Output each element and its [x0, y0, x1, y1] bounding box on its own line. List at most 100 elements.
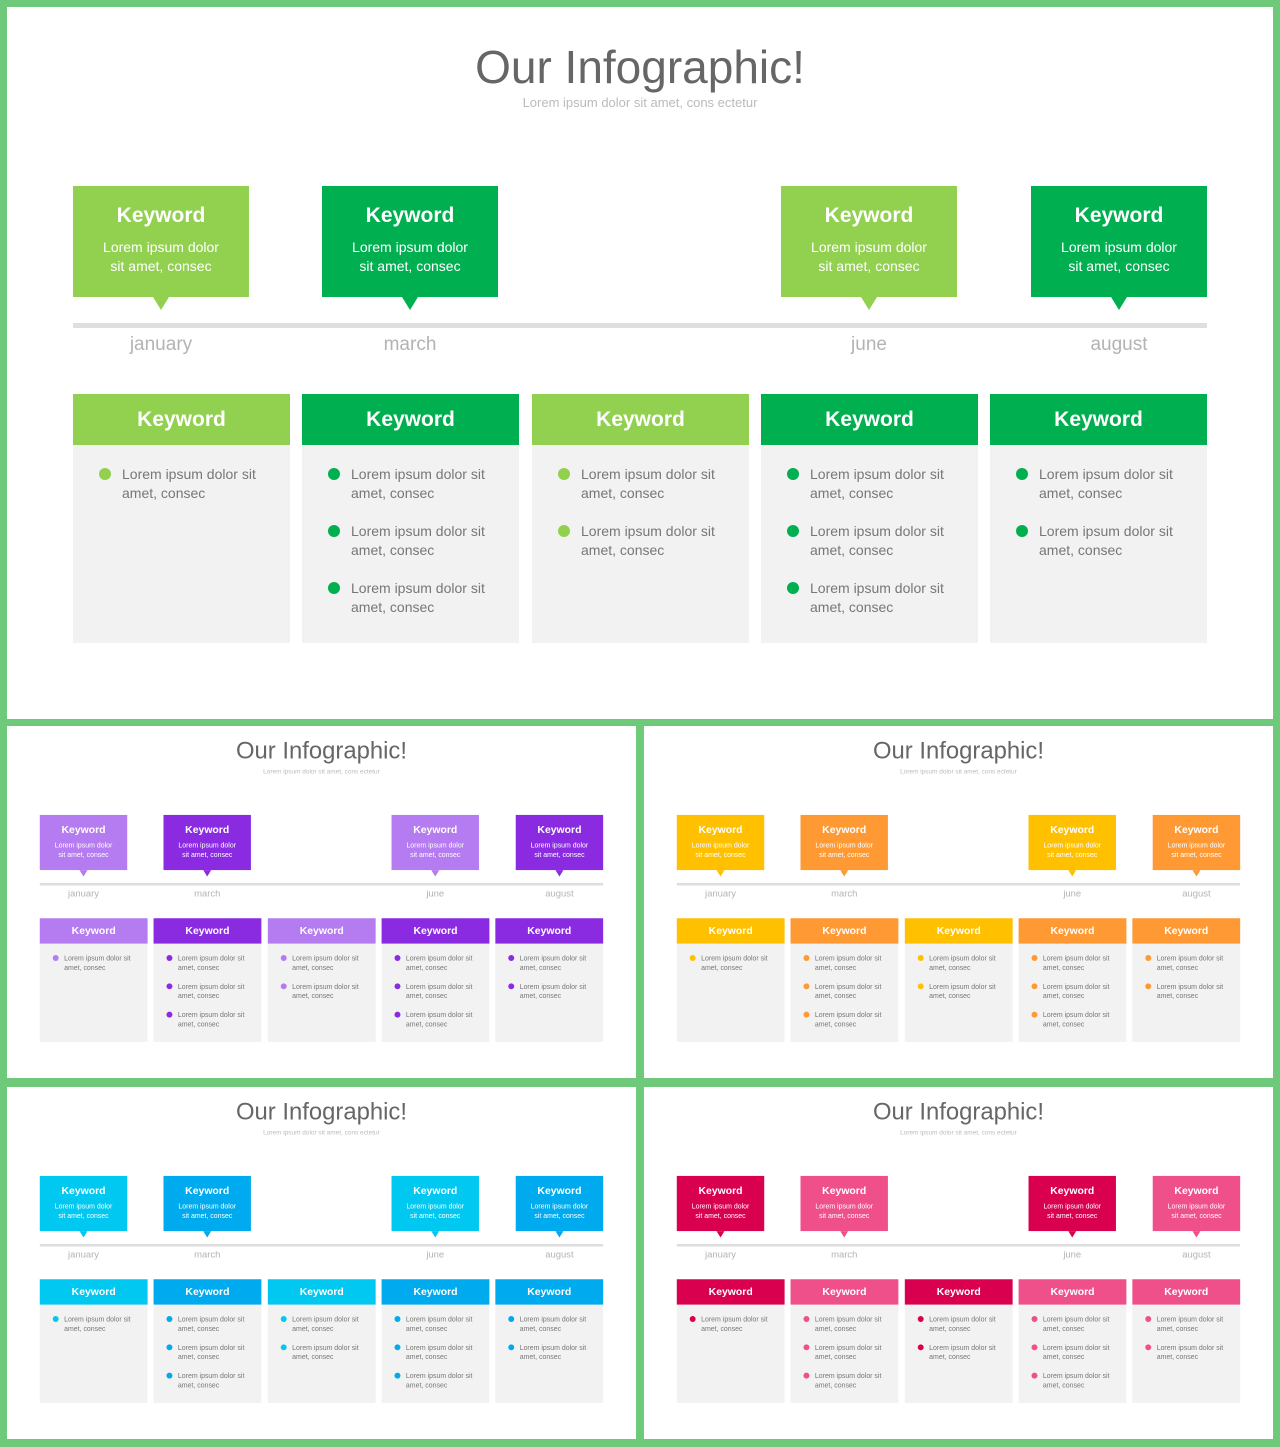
callout-text: Lorem ipsum dolor sit amet, consec [815, 1202, 874, 1220]
list-item: Lorem ipsum dolor sit amet, consec [166, 982, 253, 1001]
list-item-text: Lorem ipsum dolor sit amet, consec [814, 982, 882, 1000]
bullet-dot-icon [394, 1316, 401, 1322]
list-item: Lorem ipsum dolor sit amet, consec [328, 465, 503, 503]
list-item-text: Lorem ipsum dolor sit amet, consec [929, 1315, 996, 1333]
list-item: Lorem ipsum dolor sit amet, consec [1145, 1315, 1232, 1334]
card-header: Keyword [790, 918, 899, 944]
callout-text: Lorem ipsum dolor sit amet, consec [691, 1202, 750, 1220]
list-item-text: Lorem ipsum dolor sit amet, consec [177, 954, 245, 972]
bullet-dot-icon [803, 1316, 810, 1322]
list-item-text: Lorem ipsum dolor sit amet, consec [1042, 982, 1110, 1000]
bullet-dot-icon [508, 983, 515, 990]
bullet-dot-icon [394, 955, 401, 961]
callout-keyword: Keyword [61, 1184, 106, 1197]
list-item: Lorem ipsum dolor sit amet, consec [508, 954, 595, 973]
list-item-text: Lorem ipsum dolor sit amet, consec [292, 954, 359, 972]
list-item: Lorem ipsum dolor sit amet, consec [280, 1315, 368, 1334]
list-item-text: Lorem ipsum dolor sit amet, consec [519, 982, 587, 1000]
callout-text: Lorem ipsum dolor sit amet, consec [530, 841, 589, 859]
list-item: Lorem ipsum dolor sit amet, consec [803, 982, 890, 1001]
bullet-dot-icon [328, 525, 340, 537]
callout-keyword: Keyword [413, 823, 458, 836]
list-item: Lorem ipsum dolor sit amet, consec [1016, 522, 1191, 560]
list-item: Lorem ipsum dolor sit amet, consec [1031, 1371, 1118, 1390]
month-label: march [383, 334, 437, 355]
callout-text: Lorem ipsum dolor sit amet, consec [1043, 841, 1102, 859]
list-item: Lorem ipsum dolor sit amet, consec [166, 1315, 253, 1334]
callout-keyword: Keyword [1050, 823, 1095, 836]
bullet-dot-icon [166, 983, 173, 990]
list-item: Lorem ipsum dolor sit amet, consec [1031, 982, 1118, 1001]
callout-text: Lorem ipsum dolor sit amet, consec [178, 1202, 237, 1220]
callout-text: Lorem ipsum dolor sit amet, consec [54, 1202, 113, 1220]
callout-keyword: Keyword [822, 823, 867, 836]
month-label: june [1063, 888, 1082, 899]
callout-keyword: Keyword [365, 204, 455, 227]
month-label: march [831, 888, 858, 899]
timeline-line [39, 1243, 604, 1247]
list-item: Lorem ipsum dolor sit amet, consec [280, 954, 368, 973]
list-item-text: Lorem ipsum dolor sit amet, consec [1039, 466, 1173, 501]
list-item-text: Lorem ipsum dolor sit amet, consec [929, 954, 996, 972]
bullet-dot-icon [689, 955, 696, 961]
card-header: Keyword [904, 918, 1013, 944]
month-label: june [426, 888, 445, 899]
list-item-text: Lorem ipsum dolor sit amet, consec [177, 1010, 245, 1029]
bullet-dot-icon [280, 1316, 287, 1322]
card-header: Keyword [676, 1279, 785, 1305]
list-item: Lorem ipsum dolor sit amet, consec [280, 982, 368, 1001]
card-list: Lorem ipsum dolor sit amet, consec [677, 944, 785, 973]
list-item: Lorem ipsum dolor sit amet, consec [1145, 954, 1232, 973]
list-item-text: Lorem ipsum dolor sit amet, consec [122, 466, 256, 501]
bullet-dot-icon [394, 1344, 401, 1351]
list-item-text: Lorem ipsum dolor sit amet, consec [177, 1343, 245, 1361]
bullet-dot-icon [52, 955, 59, 961]
bullet-dot-icon [166, 1316, 173, 1322]
list-item-text: Lorem ipsum dolor sit amet, consec [405, 1010, 473, 1029]
callout-text: Lorem ipsum dolor sit amet, consec [1167, 841, 1226, 859]
list-item: Lorem ipsum dolor sit amet, consec [917, 982, 1005, 1001]
card-header: Keyword [532, 394, 749, 445]
list-item: Lorem ipsum dolor sit amet, consec [1145, 1343, 1232, 1362]
list-item-text: Lorem ipsum dolor sit amet, consec [64, 1315, 131, 1333]
bullet-dot-icon [917, 983, 924, 990]
month-label: march [831, 1249, 858, 1260]
bullet-dot-icon [328, 582, 340, 594]
list-item-text: Lorem ipsum dolor sit amet, consec [581, 523, 715, 558]
list-item: Lorem ipsum dolor sit amet, consec [394, 1010, 481, 1029]
list-item: Lorem ipsum dolor sit amet, consec [166, 1371, 253, 1390]
callout-keyword: Keyword [185, 1184, 230, 1197]
card-header: Keyword [904, 1279, 1013, 1305]
page-subtitle: Lorem ipsum dolor sit amet, cons ectetur [900, 767, 1017, 776]
callout-keyword: Keyword [537, 823, 582, 836]
list-item: Lorem ipsum dolor sit amet, consec [166, 1010, 253, 1029]
card-header: Keyword [153, 1279, 262, 1305]
list-item: Lorem ipsum dolor sit amet, consec [508, 982, 595, 1001]
bullet-dot-icon [166, 1372, 173, 1379]
list-item-text: Lorem ipsum dolor sit amet, consec [64, 954, 131, 972]
list-item-text: Lorem ipsum dolor sit amet, consec [405, 982, 473, 1000]
list-item: Lorem ipsum dolor sit amet, consec [787, 522, 962, 560]
list-item: Lorem ipsum dolor sit amet, consec [99, 465, 274, 503]
list-item-text: Lorem ipsum dolor sit amet, consec [814, 954, 882, 972]
list-item-text: Lorem ipsum dolor sit amet, consec [519, 954, 587, 972]
